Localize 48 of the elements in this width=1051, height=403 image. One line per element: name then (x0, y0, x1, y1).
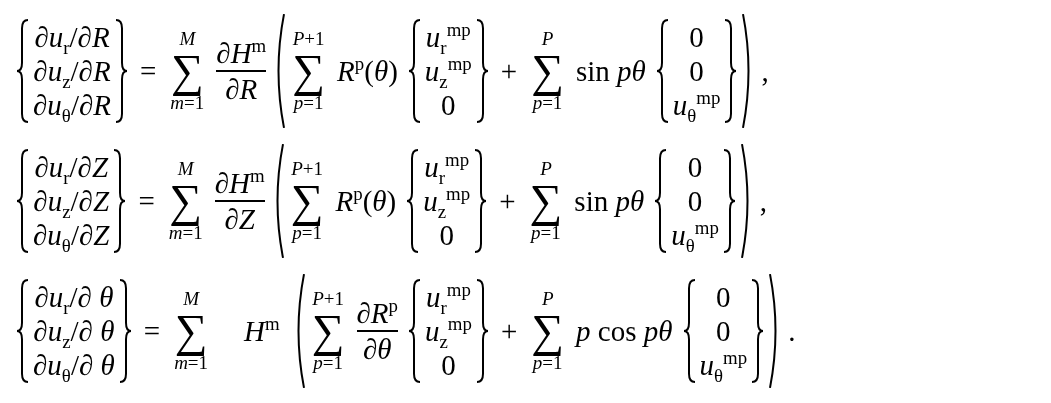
vector-entry: ∂u$_{θ}$/∂Z (33, 218, 110, 252)
sum-upper-limit: M (177, 159, 194, 179)
vector-entry: ∂u$_{z}$/∂ θ (33, 314, 115, 348)
vector-entry: ∂u$_{θ}$/∂ θ (33, 348, 115, 382)
sum-upper-limit: M (179, 29, 196, 49)
plus-sign: + (499, 184, 516, 218)
vector-entry: ∂u$_{r}$/∂R (34, 20, 110, 54)
vector-entry: ∂u$_{z}$/∂R (33, 54, 111, 88)
vector-entry: 0 (439, 218, 454, 252)
fraction-denominator: ∂R (225, 71, 258, 106)
sum-upper-limit: P (540, 159, 552, 179)
sum-upper-limit: M (183, 289, 199, 309)
equals-sign: = (140, 54, 157, 88)
vector-entry: 0 (716, 280, 731, 314)
term: R$^{p}$(θ) (337, 54, 398, 88)
vector-entry: 0 (716, 314, 731, 348)
sum-upper-limit: P+1 (291, 159, 323, 179)
vector-entry: ∂u$_{r}$/∂Z (34, 150, 109, 184)
vector-entry: 0 (689, 20, 704, 54)
plus-sign: + (500, 314, 518, 348)
punctuation: , (759, 184, 768, 218)
punctuation: . (788, 314, 796, 348)
fraction-numerator: ∂H$^{m}$ (214, 166, 265, 201)
vector-entry: 0 (441, 348, 456, 382)
equals-sign: = (138, 184, 155, 218)
sum-upper-limit: P+1 (292, 29, 325, 49)
vector-entry: 0 (687, 184, 703, 218)
term: sin pθ (574, 184, 645, 218)
fraction-numerator: ∂R$^{p}$ (356, 296, 398, 331)
fraction-denominator: ∂θ (362, 331, 392, 366)
term: R$^{p}$(θ) (335, 184, 397, 218)
vector-entry: ∂u$_{θ}$/∂R (33, 88, 111, 122)
sum-upper-limit: P+1 (312, 289, 344, 309)
fraction-numerator: ∂H$^{m}$ (216, 36, 267, 71)
vector-entry: 0 (441, 88, 456, 122)
sum-upper-limit: P (541, 29, 554, 49)
fraction-denominator: ∂Z (224, 201, 255, 236)
term: p cos pθ (576, 314, 673, 348)
term: sin pθ (575, 54, 646, 88)
term: H$^{m}$ (244, 314, 280, 348)
vector-entry: 0 (689, 54, 704, 88)
vector-entry: ∂u$_{z}$/∂Z (33, 184, 110, 218)
vector-entry: ∂u$_{r}$/∂ θ (34, 280, 114, 314)
punctuation: , (761, 54, 769, 88)
vector-entry: 0 (687, 150, 703, 184)
equals-sign: = (143, 314, 161, 348)
sum-upper-limit: P (541, 289, 554, 309)
plus-sign: + (500, 54, 518, 88)
